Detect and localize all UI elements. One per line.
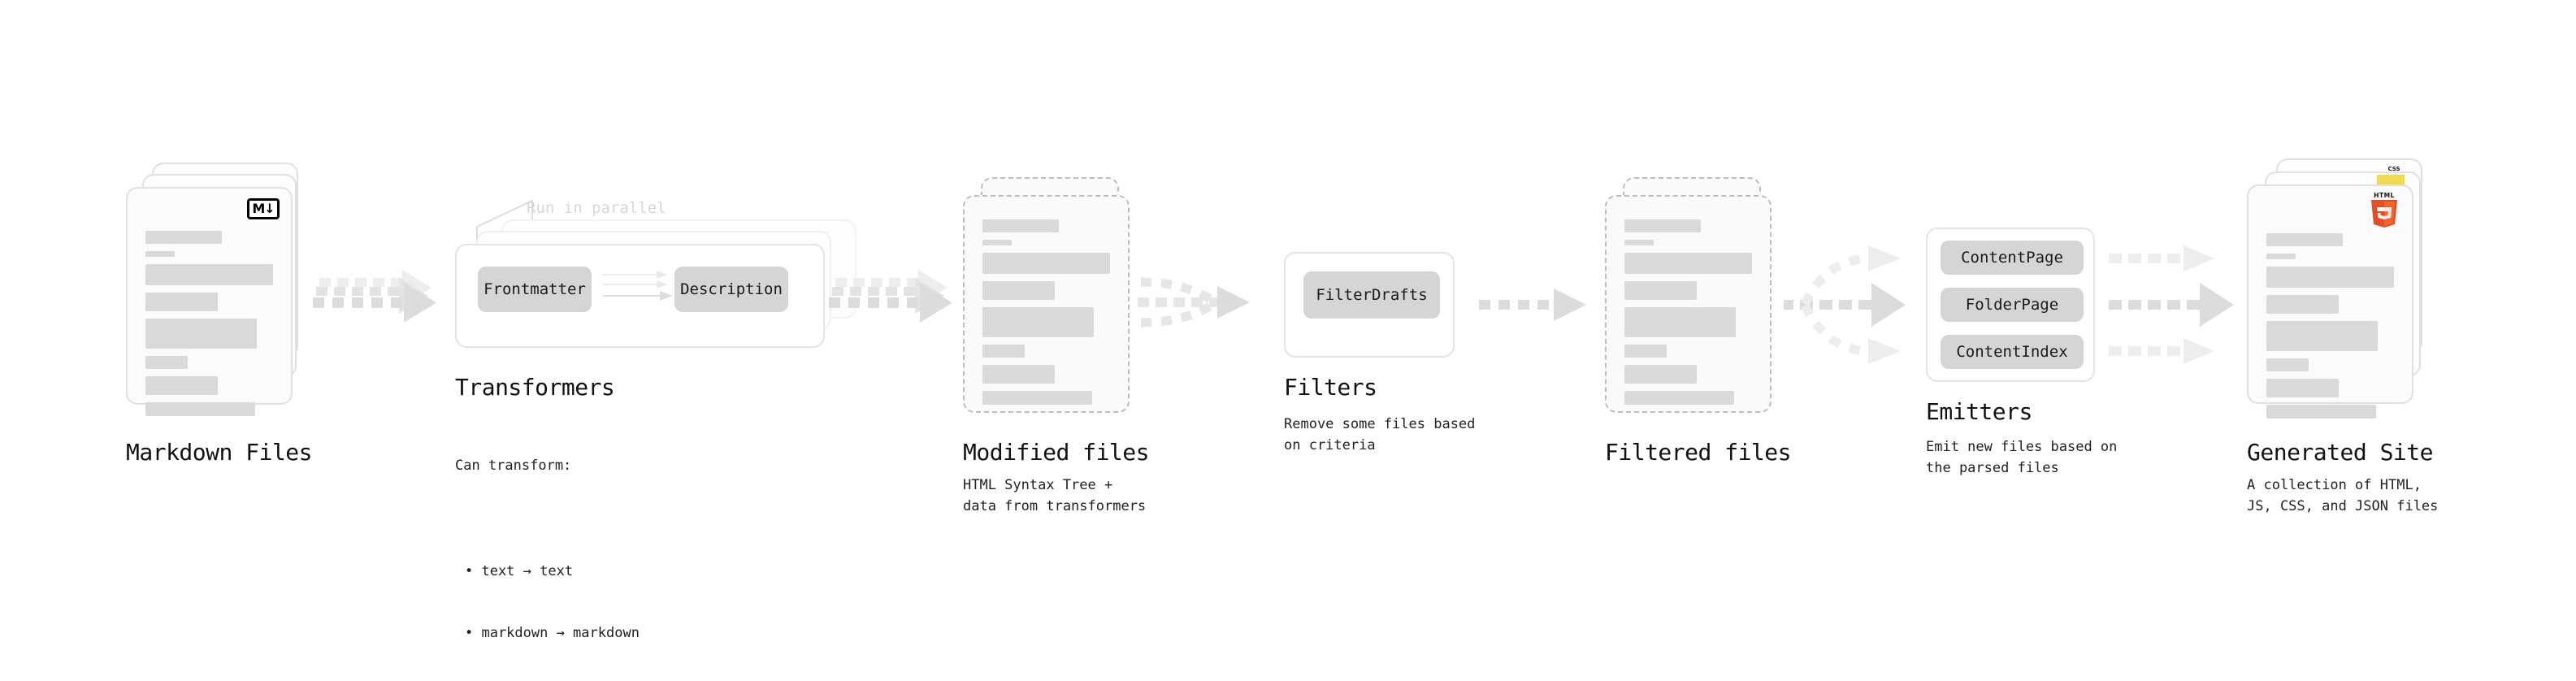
doc-content (145, 231, 273, 423)
stage-filtered-files (1605, 177, 1780, 421)
stage-title-filtered-files: Filtered files (1605, 439, 1792, 466)
doc-card-front (963, 195, 1130, 413)
run-in-parallel-label: Run in parallel (527, 199, 666, 217)
doc-card-front (1605, 195, 1772, 413)
content-bar (982, 219, 1060, 232)
content-bar (2266, 233, 2344, 246)
stage-subtitle-generated-site: A collection of HTML, JS, CSS, and JSON … (2247, 477, 2439, 514)
chip-description[interactable]: Description (674, 267, 788, 312)
content-bar (982, 391, 1093, 405)
stage-title-filters: Filters (1284, 374, 1377, 401)
arrow-emitters-to-site (2109, 245, 2234, 364)
doc-content (1624, 219, 1752, 412)
transformer-frame-front: Frontmatter Description (455, 244, 825, 348)
chip-contentindex[interactable]: ContentIndex (1941, 335, 2084, 369)
content-bar (2266, 358, 2309, 371)
content-bar (2266, 321, 2378, 351)
stage-title-emitters: Emitters (1926, 398, 2032, 425)
content-bar (1624, 365, 1698, 384)
content-bar (2266, 405, 2377, 419)
chip-folderpage[interactable]: FolderPage (1941, 288, 2084, 322)
chip-contentpage[interactable]: ContentPage (1941, 241, 2084, 275)
content-bar (982, 240, 1013, 245)
stage-transformers: Frontmatter Description (455, 219, 878, 358)
stage-markdown-files: M↓ (126, 163, 301, 416)
chip-frontmatter[interactable]: Frontmatter (478, 267, 592, 312)
content-bar (145, 231, 223, 244)
doc-content (2266, 233, 2394, 426)
stage-title-generated-site: Generated Site (2247, 439, 2434, 466)
doc-card-front: HTML (2247, 184, 2413, 419)
content-bar (1624, 391, 1735, 405)
content-bar (145, 376, 219, 395)
arrow-modified-to-filters (1138, 277, 1250, 327)
content-bar (145, 251, 176, 257)
html5-badge: HTML (2371, 192, 2397, 228)
svg-text:HTML: HTML (2374, 192, 2395, 199)
stage-title-transformers: Transformers (455, 374, 615, 401)
stage-title-modified-files: Modified files (963, 439, 1150, 466)
stage-subtitle-filters: Remove some files based on criteria (1284, 416, 1476, 453)
content-bar (145, 356, 188, 369)
content-bar (1624, 307, 1736, 337)
content-bar (982, 365, 1056, 384)
doc-card-front: M↓ (126, 187, 293, 416)
content-bar (1624, 253, 1752, 274)
arrow-transformers-to-modified (829, 270, 952, 323)
svg-text:CSS: CSS (2387, 166, 2400, 172)
content-bar (2266, 254, 2296, 259)
chip-filterdrafts[interactable]: FilterDrafts (1303, 271, 1440, 319)
content-bar (982, 253, 1110, 274)
content-bar (2266, 379, 2340, 397)
content-bar (145, 319, 257, 349)
arrow-filters-to-filtered (1479, 288, 1586, 321)
content-bar (1624, 219, 1702, 232)
transform-heading: Can transform: (455, 458, 572, 474)
content-bar (982, 307, 1094, 337)
content-bar (1624, 281, 1698, 300)
content-bar (1624, 345, 1667, 358)
content-bar (982, 281, 1056, 300)
stage-filters: FilterDrafts (1284, 252, 1455, 358)
list-item: • text → text (465, 562, 574, 579)
content-bar (982, 345, 1025, 358)
content-bar (145, 293, 219, 311)
stage-subtitle-transformers: Can transform: • text → text • markdown … (455, 414, 640, 681)
stage-emitters: ContentPage FolderPage ContentIndex (1926, 228, 2095, 382)
stage-subtitle-modified-files: HTML Syntax Tree + data from transformer… (963, 477, 1147, 514)
content-bar (145, 264, 273, 285)
list-item: • markdown → markdown (465, 625, 640, 641)
stage-modified-files (963, 177, 1138, 421)
content-bar (2266, 267, 2394, 288)
arrow-filtered-to-emitters (1784, 245, 1906, 364)
internal-arrows (603, 271, 673, 301)
stage-generated-site: CSS HTML (2247, 158, 2434, 419)
stage-subtitle-emitters: Emit new files based on the parsed files (1926, 439, 2118, 476)
transform-list: • text → text • markdown → markdown • ht… (455, 520, 640, 681)
stage-title-markdown-files: Markdown Files (126, 439, 313, 466)
content-bar (1624, 240, 1654, 245)
markdown-badge: M↓ (247, 198, 280, 219)
content-bar (145, 402, 256, 416)
arrow-markdown-to-transformers (313, 270, 436, 323)
content-bar (2266, 295, 2340, 314)
doc-content (982, 219, 1110, 412)
